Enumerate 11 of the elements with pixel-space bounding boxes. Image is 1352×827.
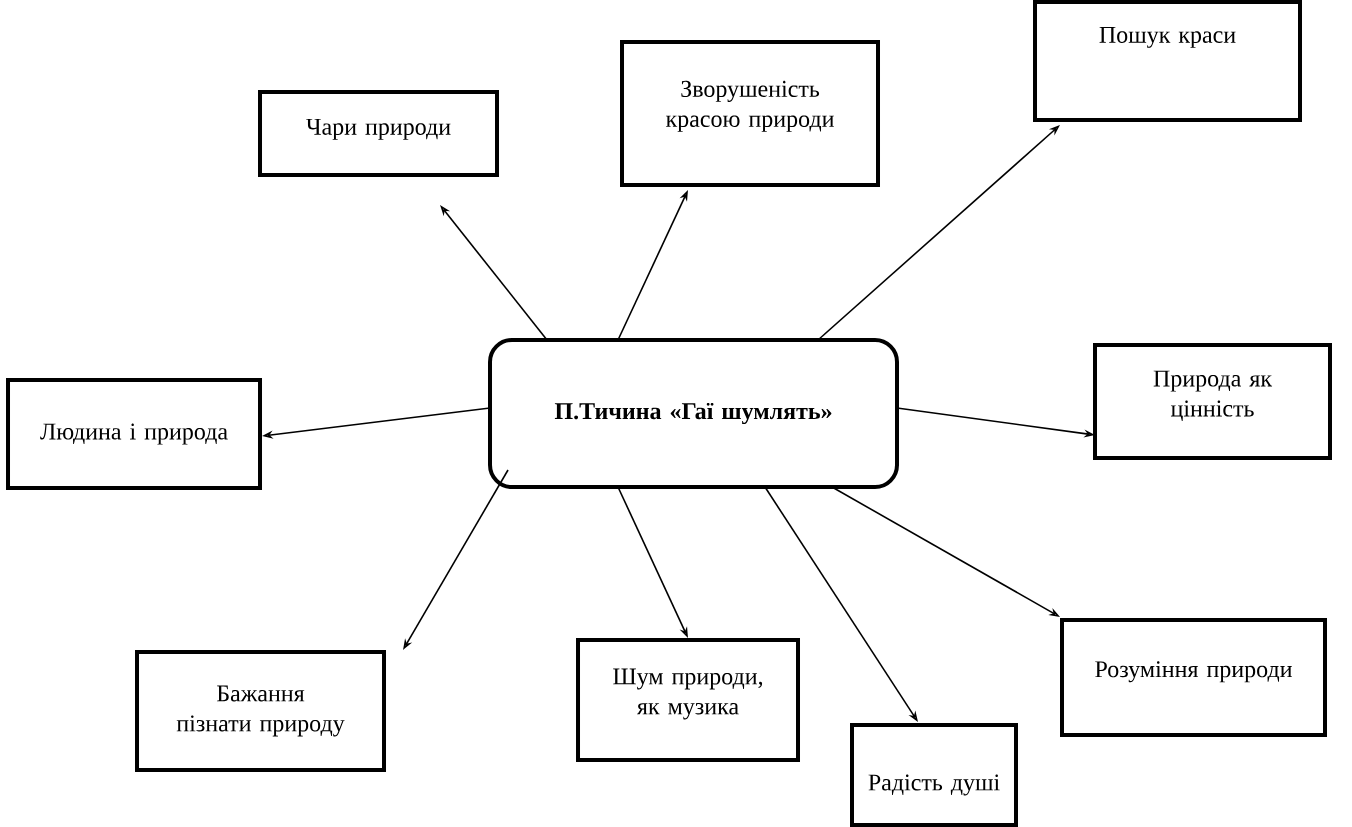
concept-box: Чари природи bbox=[258, 90, 499, 177]
concept-box: Людина і природа bbox=[6, 378, 262, 490]
topic-box: П.Тичина «Гаї шумлять» bbox=[488, 338, 899, 489]
concept-box: Природа як цінність bbox=[1093, 343, 1332, 460]
concept-box: Розуміння природи bbox=[1060, 618, 1327, 737]
concept-box: Шум природи, як музика bbox=[576, 638, 800, 762]
concept-box: Радість душі bbox=[850, 723, 1018, 827]
arrow bbox=[817, 125, 1060, 341]
concept-box: Пошук краси bbox=[1033, 0, 1302, 122]
concept-box: Бажання пізнати природу bbox=[135, 650, 386, 772]
concept-box: Зворушеність красою природи bbox=[620, 40, 880, 187]
